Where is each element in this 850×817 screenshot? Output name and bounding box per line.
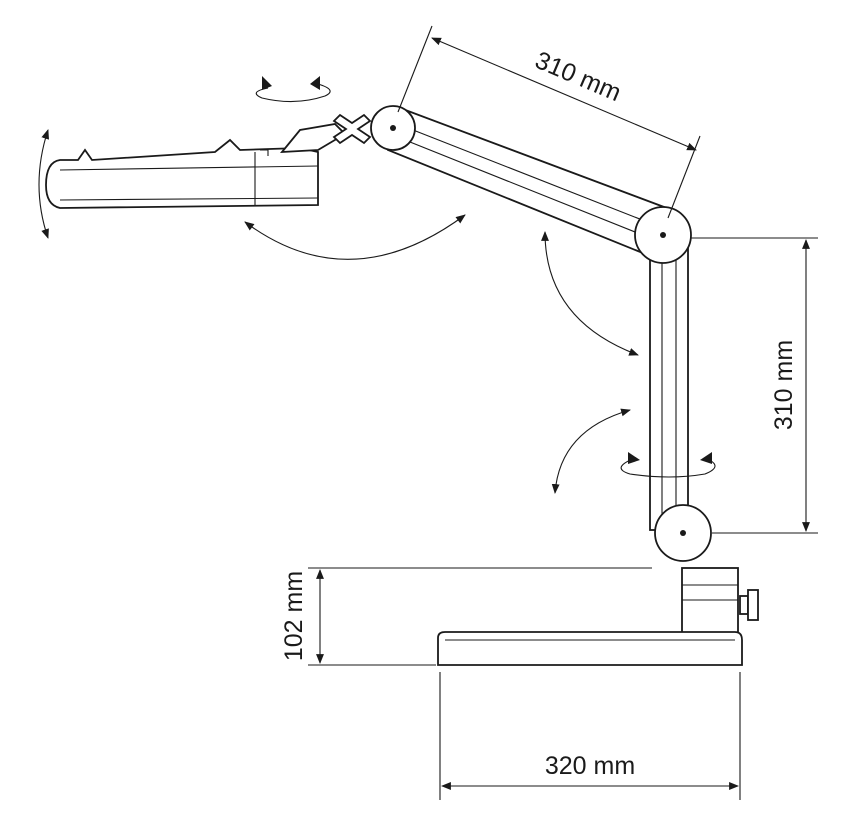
lower-arm bbox=[634, 206, 712, 562]
head-rotate-arrow bbox=[255, 83, 331, 103]
head-swing-arrow bbox=[244, 214, 466, 260]
head-tilt-arrow bbox=[38, 129, 49, 239]
motion-arrows bbox=[38, 76, 716, 494]
arm-rotate-arrow bbox=[620, 457, 716, 478]
base-width-label: 320 mm bbox=[545, 752, 635, 780]
upper-arm bbox=[370, 105, 674, 262]
upper-arm-length-label: 310 mm bbox=[531, 46, 625, 107]
dimension-base-width: 320 mm bbox=[439, 672, 741, 800]
tilt-joint bbox=[332, 113, 372, 145]
base-height-label: 102 mm bbox=[280, 571, 308, 661]
dimension-base-height: 102 mm bbox=[280, 567, 652, 666]
knob-icon bbox=[739, 595, 749, 615]
dimension-lower-arm: 310 mm bbox=[690, 237, 818, 534]
lamp-head bbox=[45, 123, 347, 209]
lower-arm-length-label: 310 mm bbox=[770, 340, 798, 430]
lamp-base bbox=[437, 567, 759, 666]
elbow-swing-arrow bbox=[541, 231, 639, 356]
base-swing-arrow bbox=[551, 408, 631, 494]
